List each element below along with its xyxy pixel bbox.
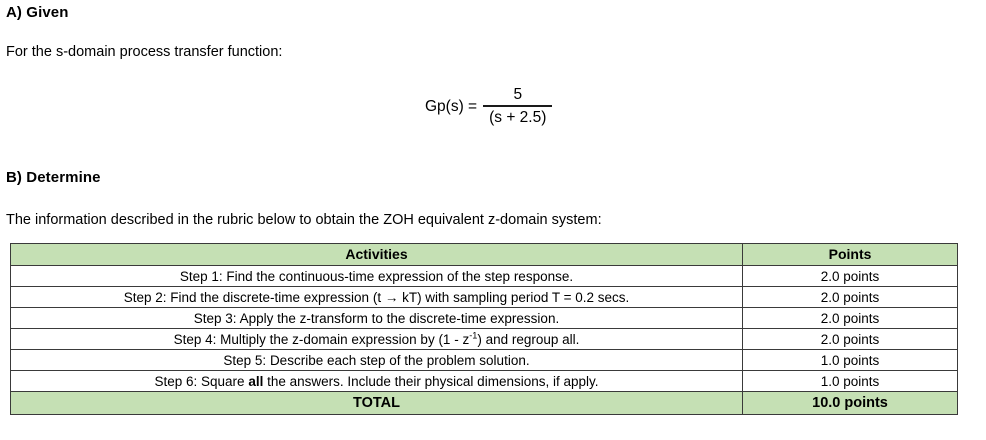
formula-fraction-bar	[483, 105, 553, 108]
table-row: Step 6: Square all the answers. Include …	[10, 370, 958, 392]
column-header-activities: Activities	[10, 243, 743, 266]
points-cell: 1.0 points	[742, 370, 958, 392]
section-heading-determine: B) Determine	[6, 169, 101, 186]
points-cell: 1.0 points	[742, 349, 958, 371]
table-row: Step 1: Find the continuous-time express…	[10, 265, 958, 287]
points-cell: 2.0 points	[742, 265, 958, 287]
table-header-row: Activities Points	[10, 243, 958, 266]
table-row: Step 3: Apply the z-transform to the dis…	[10, 307, 958, 329]
formula-denominator: (s + 2.5)	[489, 109, 547, 127]
activity-cell: Step 3: Apply the z-transform to the dis…	[10, 307, 743, 329]
transfer-function-formula: Gp(s) = 5 (s + 2.5)	[425, 86, 553, 128]
table-row: Step 5: Describe each step of the proble…	[10, 349, 958, 371]
activity-text-part: ) and regroup all.	[477, 331, 580, 347]
table-footer: TOTAL 10.0 points	[10, 391, 958, 415]
points-cell: 2.0 points	[742, 307, 958, 329]
total-points: 10.0 points	[742, 391, 958, 415]
activity-cell: Step 2: Find the discrete-time expressio…	[10, 286, 743, 308]
activity-cell: Step 4: Multiply the z-domain expression…	[10, 328, 743, 350]
activity-cell: Step 5: Describe each step of the proble…	[10, 349, 743, 371]
section-heading-given: A) Given	[6, 4, 69, 21]
column-header-points: Points	[742, 243, 958, 266]
table-body: Step 1: Find the continuous-time express…	[10, 265, 958, 392]
formula-numerator: 5	[513, 86, 523, 103]
activity-cell: Step 1: Find the continuous-time express…	[10, 265, 743, 287]
activity-text-part: the answers. Include their physical dime…	[263, 373, 599, 389]
activity-text-part: Step 6: Square	[154, 373, 249, 389]
formula-fraction: 5 (s + 2.5)	[483, 86, 553, 128]
activity-superscript: -1	[469, 330, 478, 340]
determine-intro-text: The information described in the rubric …	[6, 212, 602, 228]
points-cell: 2.0 points	[742, 328, 958, 350]
total-label: TOTAL	[10, 391, 743, 415]
activity-text-part: Step 4: Multiply the z-domain expression…	[173, 331, 470, 347]
table-row: Step 2: Find the discrete-time expressio…	[10, 286, 958, 308]
activity-emphasis: all	[248, 373, 264, 389]
rubric-table: Activities Points Step 1: Find the conti…	[10, 243, 958, 415]
given-intro-text: For the s-domain process transfer functi…	[6, 44, 283, 60]
points-cell: 2.0 points	[742, 286, 958, 308]
table-row: Step 4: Multiply the z-domain expression…	[10, 328, 958, 350]
activity-cell: Step 6: Square all the answers. Include …	[10, 370, 743, 392]
total-row: TOTAL 10.0 points	[10, 391, 958, 415]
formula-left-hand-side: Gp(s) =	[425, 97, 478, 115]
